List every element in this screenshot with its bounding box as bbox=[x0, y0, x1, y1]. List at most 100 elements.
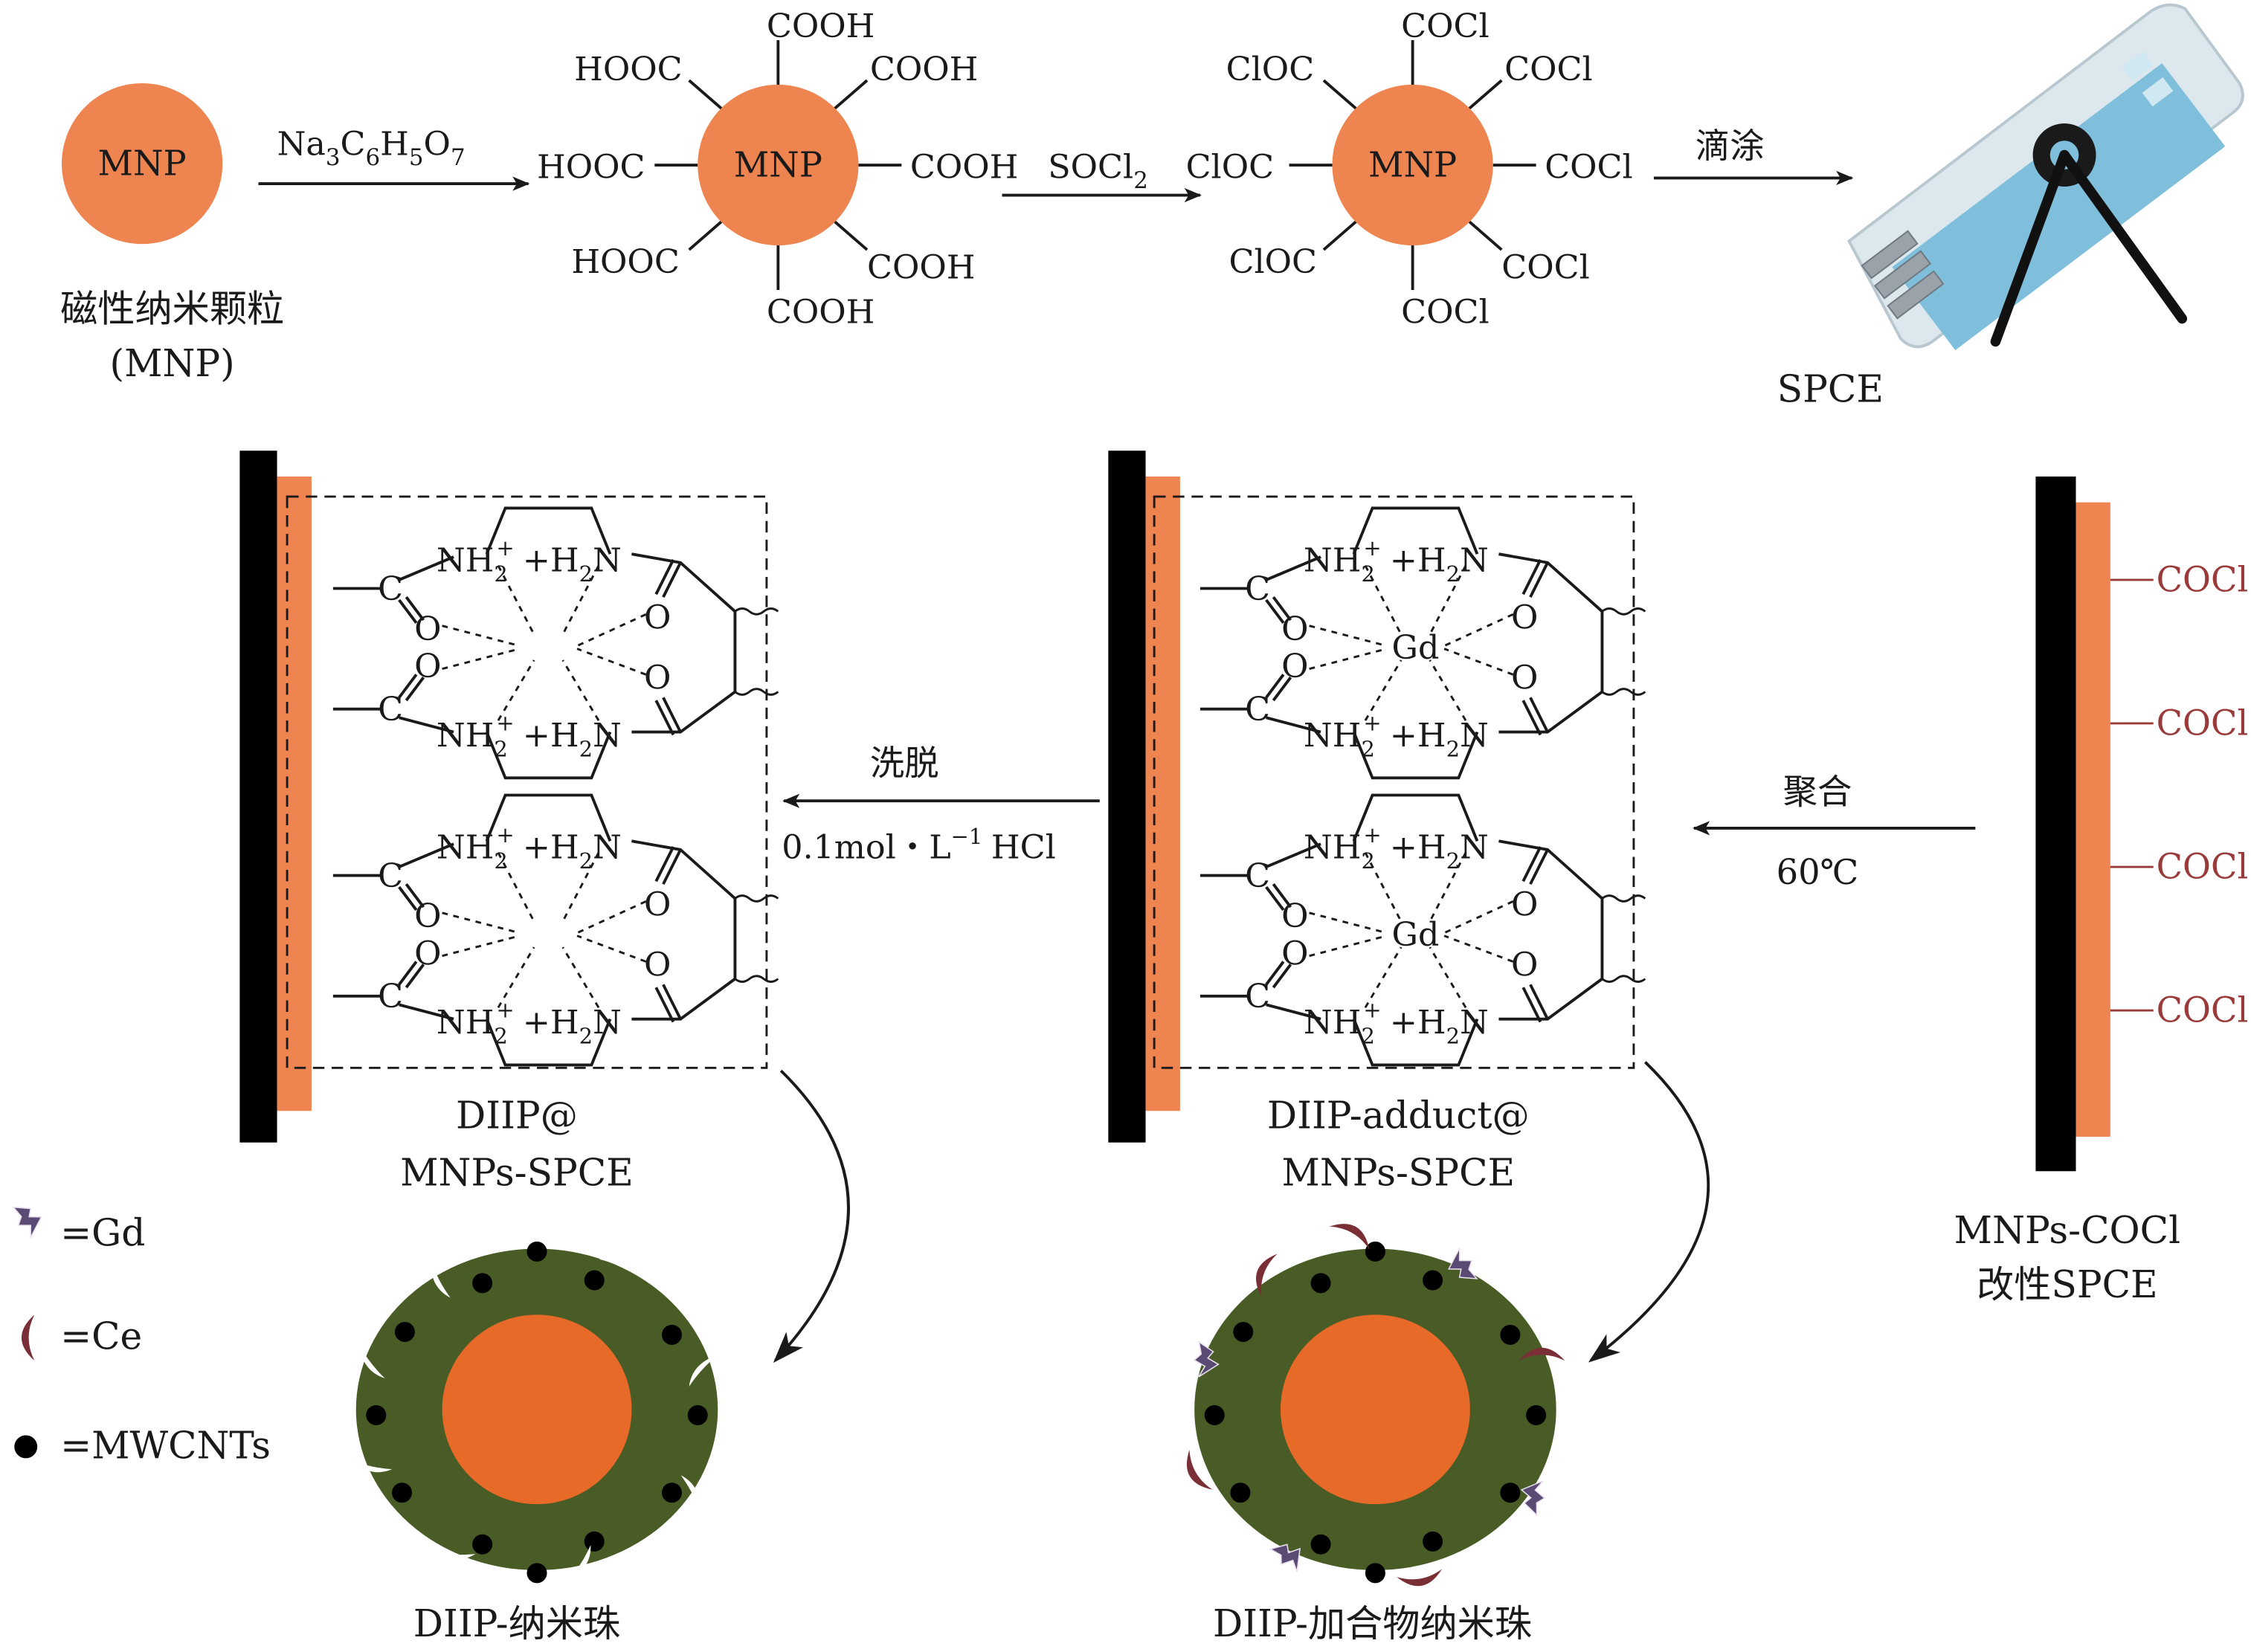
surface-cocl-1: COCl bbox=[2157, 559, 2249, 599]
label-polymerize: 聚合 bbox=[1783, 772, 1852, 812]
cloc-left: ClOC bbox=[1186, 148, 1275, 186]
cocl-top-right: COCl bbox=[1504, 51, 1593, 88]
mwcnt-dot bbox=[1423, 1531, 1443, 1552]
oxygen-atom: O bbox=[414, 935, 441, 972]
mnp-bare: MNP bbox=[62, 83, 223, 245]
amine-nh2-plus: NH2+ bbox=[1304, 998, 1382, 1049]
arrow-to-diip-bead bbox=[773, 1069, 850, 1363]
hooc-bottom-left: HOOC bbox=[571, 243, 679, 281]
surface-cocl-4: COCl bbox=[2157, 990, 2249, 1030]
amine-h2n: +H2N bbox=[523, 1004, 622, 1049]
bead-core bbox=[1281, 1314, 1470, 1505]
mwcnt-dot bbox=[526, 1241, 547, 1262]
label-drop-coat: 滴涂 bbox=[1696, 126, 1765, 166]
label-modified-1: MNPs-COCl bbox=[1954, 1208, 2180, 1252]
bead-core bbox=[442, 1314, 632, 1505]
carbon-atom: C bbox=[378, 570, 403, 608]
mwcnt-dot bbox=[1365, 1563, 1385, 1584]
mwcnt-dot bbox=[1500, 1324, 1521, 1345]
carbon-atom: C bbox=[1245, 691, 1270, 729]
ce-ion bbox=[1397, 1569, 1445, 1590]
label-spce: SPCE bbox=[1777, 367, 1884, 411]
carbon-atom: C bbox=[378, 691, 403, 729]
adduct-nanobead bbox=[1178, 1215, 1565, 1590]
mnp-layer bbox=[1145, 476, 1180, 1111]
cocl-right: COCl bbox=[1545, 148, 1633, 186]
mnp-carboxyl: MNP COOH COOH COOH COOH COOH HOOC HOOC H… bbox=[537, 7, 1018, 331]
amine-nh2-plus: NH2+ bbox=[437, 822, 515, 874]
mnp-core-1 bbox=[62, 83, 223, 245]
cooh-bottom-right: COOH bbox=[867, 249, 975, 287]
mnp-name-zh: 磁性纳米颗粒 bbox=[60, 286, 284, 330]
oxygen-atom: O bbox=[1281, 610, 1308, 648]
hooc-left: HOOC bbox=[537, 148, 645, 186]
label-diip-1: DIIP@ bbox=[456, 1093, 578, 1137]
amine-nh2-plus: NH2+ bbox=[1304, 711, 1382, 762]
reagent-socl2: SOCl2 bbox=[1048, 148, 1148, 194]
diip-nanobead bbox=[350, 1225, 718, 1584]
cloc-top-left: ClOC bbox=[1226, 51, 1315, 88]
electrode-bar bbox=[1108, 451, 1146, 1143]
mwcnt-dot bbox=[584, 1531, 605, 1552]
mwcnt-dot bbox=[394, 1321, 415, 1343]
oxygen-atom: O bbox=[1511, 946, 1538, 984]
mwcnt-dot bbox=[392, 1482, 413, 1503]
amine-h2n: +H2N bbox=[1390, 828, 1489, 874]
mwcnt-dot bbox=[661, 1324, 682, 1345]
cooh-top-right: COOH bbox=[870, 51, 978, 88]
gd-ion: Gd bbox=[1392, 916, 1440, 954]
legend-gd-label: =Gd bbox=[60, 1211, 145, 1255]
legend-ce-label: =Ce bbox=[60, 1314, 142, 1358]
mwcnt-dot bbox=[472, 1534, 493, 1555]
mnp-acyl: MNP COCl COCl COCl COCl COCl ClOC ClOC C… bbox=[1186, 7, 1633, 331]
cocl-top: COCl bbox=[1401, 7, 1490, 45]
mnp-label-1: MNP bbox=[98, 143, 187, 184]
legend-mwcnt-icon bbox=[14, 1435, 38, 1459]
label-adduct-1: DIIP-adduct@ bbox=[1267, 1093, 1530, 1137]
amine-h2n: +H2N bbox=[523, 717, 622, 762]
carbon-atom: C bbox=[378, 978, 403, 1016]
cocl-bottom-right: COCl bbox=[1501, 249, 1590, 287]
oxygen-atom: O bbox=[414, 897, 441, 935]
electrode-modified: COCl COCl COCl COCl bbox=[2035, 476, 2249, 1172]
mwcnt-dot bbox=[366, 1404, 387, 1425]
mwcnt-dot bbox=[584, 1270, 605, 1291]
electrode-bar bbox=[2035, 476, 2076, 1172]
legend-mwcnt-label: =MWCNTs bbox=[60, 1423, 271, 1467]
mwcnt-dot bbox=[1526, 1404, 1547, 1425]
amine-h2n: +H2N bbox=[523, 541, 622, 587]
oxygen-atom: O bbox=[1511, 599, 1538, 637]
carbon-atom: C bbox=[1245, 978, 1270, 1016]
mwcnt-dot bbox=[1365, 1241, 1385, 1262]
spce-electrode-image bbox=[1847, 3, 2244, 351]
cloc-bottom-left: ClOC bbox=[1229, 243, 1318, 281]
mnp-label-2: MNP bbox=[734, 144, 822, 184]
surface-cocl-3: COCl bbox=[2157, 846, 2249, 886]
amine-h2n: +H2N bbox=[1390, 1004, 1489, 1049]
electrode-adduct bbox=[1108, 451, 1653, 1143]
amine-nh2-plus: NH2+ bbox=[1304, 822, 1382, 874]
mnp-name-en: (MNP) bbox=[110, 341, 235, 385]
mwcnt-dot bbox=[472, 1273, 493, 1294]
cooh-right: COOH bbox=[910, 148, 1018, 186]
amine-h2n: +H2N bbox=[1390, 717, 1489, 762]
oxygen-atom: O bbox=[1281, 935, 1308, 972]
mwcnt-dot bbox=[1310, 1273, 1331, 1294]
mnp-layer bbox=[2076, 502, 2110, 1137]
oxygen-atom: O bbox=[644, 946, 671, 984]
mwcnt-dot bbox=[661, 1482, 682, 1503]
mnp-layer bbox=[277, 476, 312, 1111]
arrow-to-adduct-bead bbox=[1588, 1061, 1710, 1363]
cooh-top: COOH bbox=[767, 7, 875, 45]
mwcnt-dot bbox=[1230, 1482, 1251, 1503]
amine-h2n: +H2N bbox=[1390, 541, 1489, 587]
oxygen-atom: O bbox=[414, 648, 441, 685]
amine-nh2-plus: NH2+ bbox=[437, 711, 515, 762]
oxygen-atom: O bbox=[644, 659, 671, 697]
amine-nh2-plus: NH2+ bbox=[1304, 535, 1382, 587]
